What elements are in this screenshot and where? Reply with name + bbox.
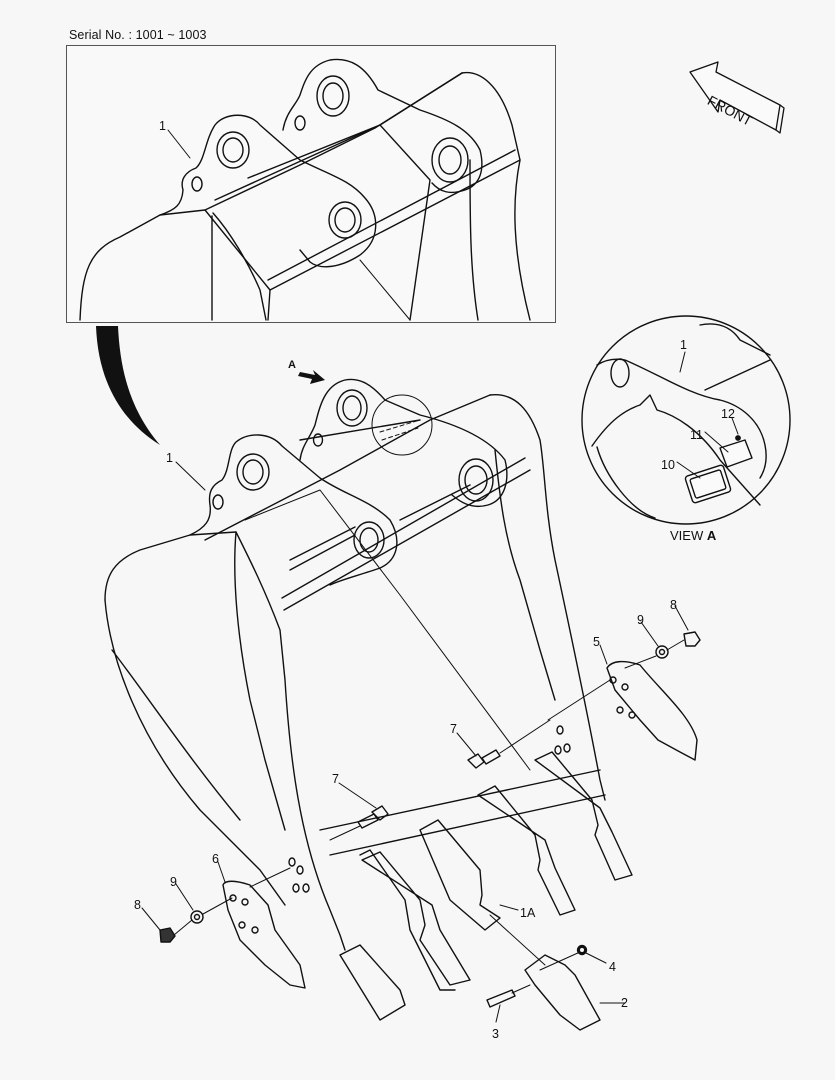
callout-9-right: 9 xyxy=(637,613,644,627)
callout-2: 2 xyxy=(621,996,628,1010)
callout-11: 11 xyxy=(690,428,703,442)
callout-7-lower: 7 xyxy=(332,772,339,786)
callout-6: 6 xyxy=(212,852,219,866)
serial-number-label: Serial No. : 1001 ~ 1003 xyxy=(69,28,207,42)
rivet-12 xyxy=(735,435,741,441)
nut-8-left xyxy=(159,927,176,943)
callout-8-right: 8 xyxy=(670,598,677,612)
view-a-arrow xyxy=(298,370,325,384)
callout-3: 3 xyxy=(492,1027,499,1041)
callout-1A: 1A xyxy=(520,906,536,920)
view-a-detail xyxy=(581,315,791,525)
callout-1-main: 1 xyxy=(166,451,173,465)
bolt-7-upper xyxy=(456,719,551,769)
callout-1-view: 1 xyxy=(680,338,687,352)
plate-10 xyxy=(684,464,732,504)
callout-4: 4 xyxy=(609,960,616,974)
nut-8-right xyxy=(683,631,701,647)
washer-9-right xyxy=(655,645,669,659)
view-a-caption: VIEW A xyxy=(670,528,716,543)
front-direction-arrow xyxy=(689,61,785,134)
callout-9-left: 9 xyxy=(170,875,177,889)
inset-bucket-drawing xyxy=(79,58,531,321)
main-bucket-drawing xyxy=(104,378,633,1031)
tooth-row xyxy=(339,751,633,1021)
callout-12: 12 xyxy=(721,407,735,421)
washer-9-left xyxy=(190,910,204,924)
inset-link-arrow xyxy=(96,326,160,445)
callout-10: 10 xyxy=(661,458,675,472)
callout-1-inset: 1 xyxy=(159,119,166,133)
callout-5: 5 xyxy=(593,635,600,649)
callout-7-upper: 7 xyxy=(450,722,457,736)
callout-8-left: 8 xyxy=(134,898,141,912)
bolt-7-lower xyxy=(329,782,389,841)
view-arrow-letter: A xyxy=(288,359,296,371)
plate-11 xyxy=(719,439,753,468)
pin-3 xyxy=(486,989,516,1008)
side-cutter-6 xyxy=(217,861,306,989)
tooth-2 xyxy=(524,954,601,1031)
view-a-caption-prefix: VIEW xyxy=(670,528,704,543)
view-a-caption-letter: A xyxy=(706,528,717,543)
side-cutter-5 xyxy=(547,644,698,761)
